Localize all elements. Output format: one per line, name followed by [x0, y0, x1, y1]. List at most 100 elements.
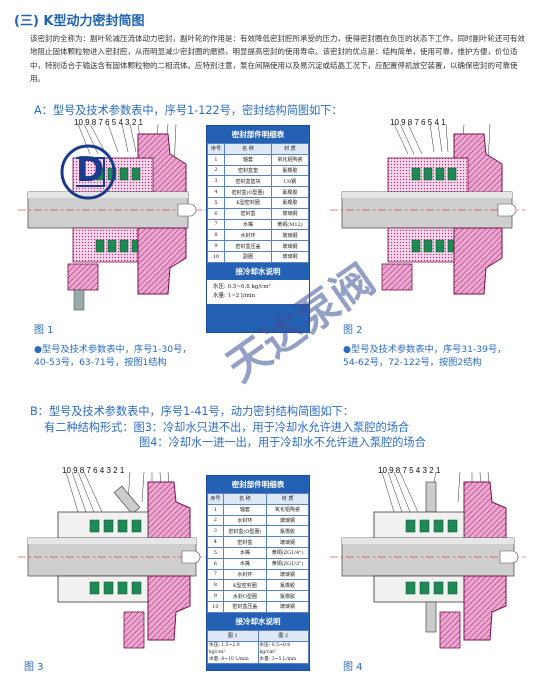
cell: 水嘴 — [223, 218, 272, 231]
water-line: 水压: 0.5~0.8 kg/cm² — [213, 283, 271, 290]
fig1-bullet: ●型号及技术参数表中，序号1-30号，40-53号，63-71号，按图1结构 — [34, 344, 192, 368]
cell: U0钢 — [270, 175, 310, 188]
cell: 玻璃钢 — [270, 240, 310, 252]
water-line: 水量: 8~10 L/min — [209, 656, 249, 662]
cell: 氧化铝陶瓷 — [266, 503, 309, 516]
water-notes-1: 水压: 0.5~0.8 kg/cm² 水量: 1~2 l/min — [207, 279, 309, 304]
cell: 水封O型圈 — [222, 590, 268, 602]
cell: K型密封圈 — [222, 579, 268, 592]
col-header: 名 称 — [222, 493, 268, 505]
logo-letter: D — [76, 150, 105, 190]
fig3-part-numbers: 10 9 8 7 6 4 3 2 1 — [62, 466, 125, 475]
col-header: 名 称 — [223, 143, 272, 155]
cell: 水嘴 — [222, 557, 268, 570]
water-line: 水压: 1.5~2.0 kg/cm² — [209, 642, 240, 655]
cell: 密封盒(O型圈) — [223, 186, 272, 198]
water-line: 水量: 3~5 L/min — [259, 656, 297, 662]
cell: 玻璃钢 — [270, 207, 310, 220]
section-b-heading: B：型号及技术参数表中，序号1-41号，动力密封结构简图如下： — [30, 405, 354, 418]
col-header: 序号 — [207, 143, 225, 155]
cell: 10 — [207, 600, 224, 613]
cell: 7 — [207, 568, 224, 581]
cell: 氟橡胶 — [266, 579, 309, 592]
fig2-part-numbers: 10 9 8 7 6 5 4 1 — [390, 118, 446, 127]
cell: 氟橡胶 — [266, 525, 309, 538]
fig3-label: 图 3 — [24, 662, 44, 673]
water-col-header: 图 2 — [257, 629, 309, 642]
cell: 密封盒压盖 — [223, 240, 272, 252]
cell: 4 — [207, 186, 225, 198]
cell: 4 — [207, 536, 224, 548]
cell: 密封盒压盖 — [222, 600, 268, 613]
cell: 7 — [207, 218, 225, 231]
water-cell-left: 水压: 1.5~2.0 kg/cm² 水量: 8~10 L/min — [207, 640, 259, 664]
cell: 2 — [207, 514, 224, 527]
cell: 6 — [207, 557, 224, 570]
col-header: 材 质 — [270, 143, 310, 155]
cell: 玻璃钢 — [266, 568, 309, 581]
cell: 玻璃钢 — [266, 600, 309, 613]
company-logo — [60, 144, 116, 200]
fig1-part-numbers: 10 9 8 7 6 5 4 3 2 1 — [74, 118, 143, 127]
fig2-bullet: ●型号及技术参数表中，序号31-39号，54-62号，72-122号，按图2结构 — [343, 344, 507, 368]
water-line: 水量: 1~2 l/min — [213, 292, 256, 299]
cell: 氟橡胶 — [270, 186, 310, 198]
water-cell-right: 水压: 0.5~0.8 kg/cm² 水量: 3~5 L/min — [257, 640, 309, 664]
cell: 水封环 — [223, 229, 272, 242]
cell: 9 — [207, 590, 224, 602]
cell: 水封环 — [222, 568, 268, 581]
parts-table-1-title: 密封部件明细表 — [231, 130, 285, 139]
col-header: 材 质 — [266, 493, 309, 505]
section-b-line3: 图4：冷却水一进一出，用于冷却水不允许进入泵腔的场合 — [139, 436, 426, 449]
cell: 5 — [207, 196, 225, 209]
cell: 密封盒 — [223, 207, 272, 220]
cell: 1 — [207, 153, 225, 166]
cell: 9 — [207, 240, 225, 252]
intro-paragraph: 该密封的全称为：副叶轮减压流体动力密封，副叶轮的作用是：有效降低密封腔所承受的压… — [30, 34, 525, 84]
fig1-label: 图 1 — [34, 325, 54, 336]
fig4-part-numbers: 10 9 8 7 5 4 3 2 1 — [378, 466, 441, 475]
cell: 8 — [207, 579, 224, 592]
section-a-heading: A：型号及技术参数表中，序号1-122号，密封结构简图如下： — [34, 104, 343, 117]
cell: 玻璃钢 — [270, 229, 310, 242]
cell: 10 — [207, 250, 225, 263]
water-title-2: 接冷却水说明 — [235, 616, 281, 626]
cell: 6 — [207, 207, 225, 220]
cell: 密封盒 — [222, 536, 268, 548]
cell: 玻璃钢 — [270, 250, 310, 263]
fig2-drawing — [330, 124, 525, 295]
cell: 氧化铝陶瓷 — [270, 153, 310, 166]
page-title: (三) K型动力密封简图 — [14, 14, 145, 29]
water-line: 水压: 0.5~0.8 kg/cm² — [259, 642, 291, 655]
cell: 轴套 — [222, 503, 268, 516]
cell: 氟橡胶 — [270, 196, 310, 209]
cell: 5 — [207, 546, 224, 559]
cell: 8 — [207, 229, 225, 242]
section-b-line2: 有二种结构形式：图3：冷却水只进不出，用于冷却水允许进入泵腔的场合 — [44, 421, 410, 434]
fig2-label: 图 2 — [343, 325, 363, 336]
water-title-1: 接冷却水说明 — [235, 266, 281, 276]
cell: K型密封圈 — [223, 196, 272, 209]
cell: 黄铜(ZG1/4") — [266, 546, 309, 559]
